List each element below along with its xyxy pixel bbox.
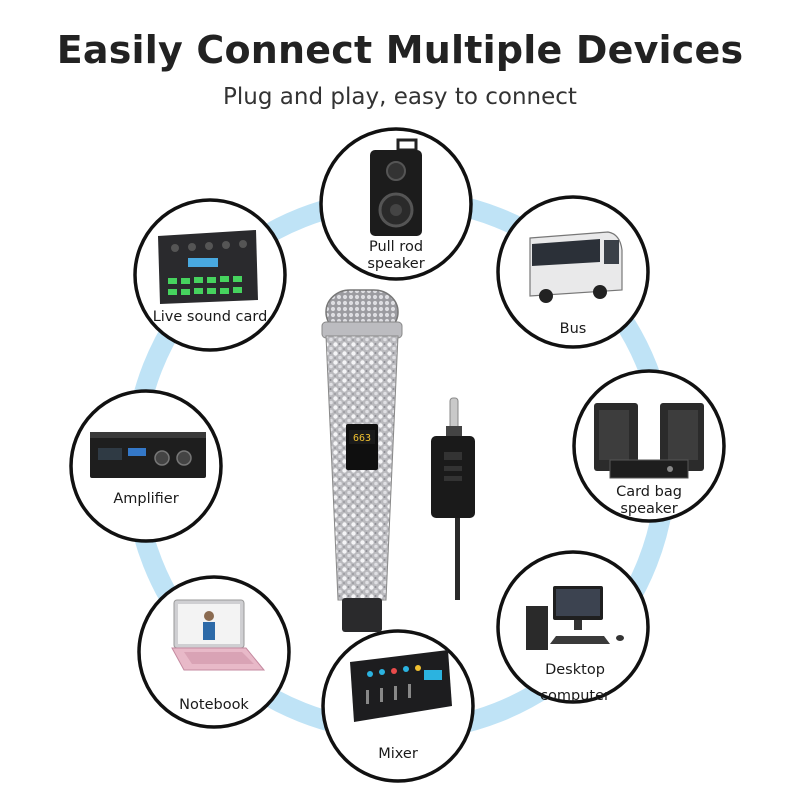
device-label-desktop-computer: Desktop computer: [540, 662, 610, 704]
device-circle-mixer: [321, 629, 475, 783]
mic-display-readout: 663: [353, 433, 371, 444]
device-circle-desktop-computer: [496, 550, 650, 704]
device-circle-bus: [496, 195, 650, 349]
speaker-icon: [370, 138, 422, 236]
device-label-card-bag-speaker: Card bag speaker: [616, 484, 682, 517]
laptop-icon: [171, 599, 266, 671]
device-circle-live-sound-card: [133, 198, 287, 352]
device-label-pull-rod-speaker: Pull rod speaker: [367, 239, 425, 272]
device-circle-card-bag-speaker: [572, 369, 726, 523]
amplifier-icon: [90, 432, 206, 478]
page-title: Easily Connect Multiple Devices: [56, 28, 744, 72]
receiver-icon: [431, 397, 475, 600]
device-label-bus: Bus: [559, 321, 587, 337]
speaker-pair-icon: [594, 403, 704, 479]
page-subtitle: Plug and play, easy to connect: [223, 84, 577, 110]
device-circle-amplifier: [69, 389, 223, 543]
bus-icon: [529, 231, 623, 303]
device-label-amplifier: Amplifier: [113, 491, 179, 507]
desktop-icon: [526, 586, 624, 650]
microphone-icon: 663: [321, 289, 403, 632]
device-label-live-sound-card: Live sound card: [152, 309, 268, 325]
sound-card-icon: [158, 230, 258, 304]
mixer-icon: [350, 650, 452, 722]
device-circle-pull-rod-speaker: [319, 127, 473, 281]
device-circle-notebook: [137, 575, 291, 729]
device-label-notebook: Notebook: [179, 697, 249, 713]
device-label-mixer: Mixer: [378, 746, 418, 762]
